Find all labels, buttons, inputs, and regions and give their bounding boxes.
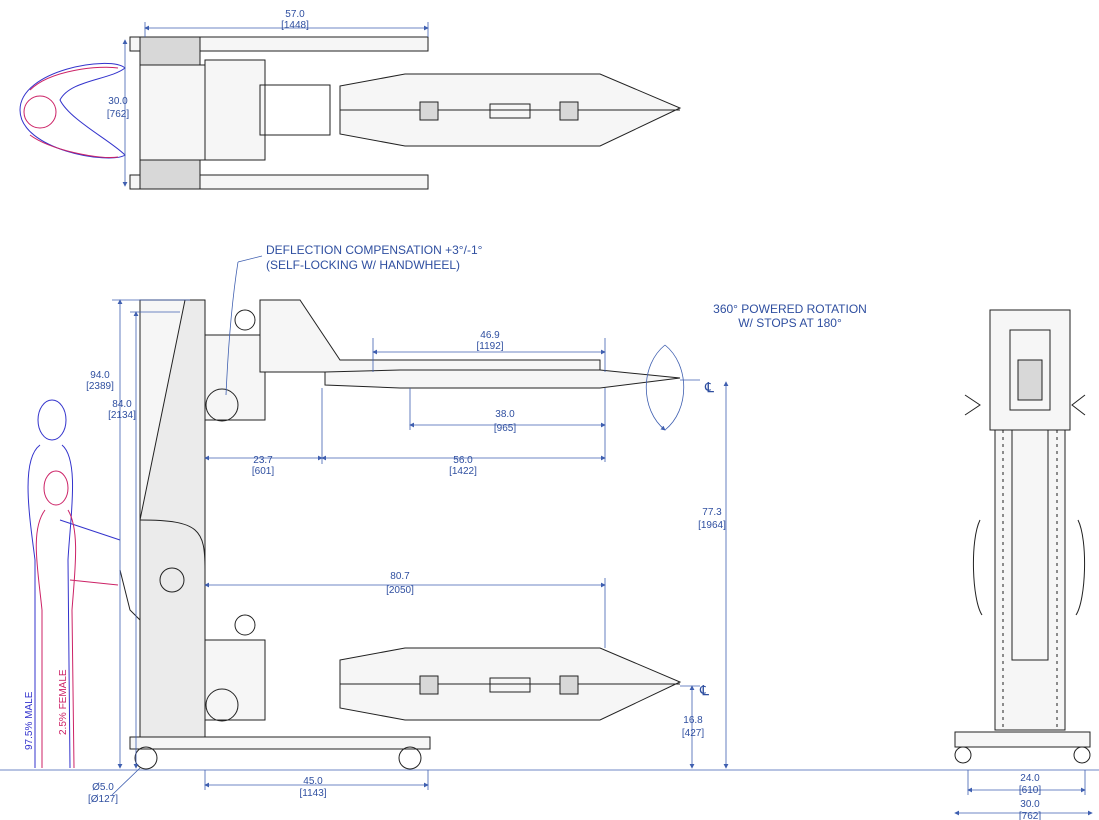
- dim-overall-height: 94.0: [90, 370, 110, 381]
- dim-lower-reach-mm: [2050]: [386, 585, 414, 596]
- top-view: 57.0 [1448] 30.0 [762]: [19, 9, 682, 190]
- dim-fork-reach: 56.0: [453, 455, 473, 466]
- dim-end-outer-mm: [762]: [1019, 811, 1041, 820]
- dim-base-length-mm: [1143]: [299, 788, 326, 799]
- human-figures: 97.5% MALE 2.5% FEMALE: [24, 399, 121, 769]
- dim-top-width-mm: [762]: [107, 109, 129, 120]
- dim-base-length: 45.0: [303, 776, 323, 787]
- dim-top-length-mm: [1448]: [281, 20, 309, 31]
- dim-fork-length: 38.0: [495, 409, 515, 420]
- dim-caster: Ø5.0: [92, 782, 114, 793]
- dim-lower-reach: 80.7: [390, 571, 410, 582]
- dim-min-center-height-mm: [427]: [682, 728, 704, 739]
- male-figure: [27, 399, 121, 769]
- dim-column-height: 84.0: [112, 399, 132, 410]
- label-male: 97.5% MALE: [24, 691, 35, 750]
- side-view: [0, 299, 1099, 771]
- note-deflection-sub: (SELF-LOCKING W/ HANDWHEEL): [266, 258, 460, 272]
- note-deflection: DEFLECTION COMPENSATION +3°/-1°: [266, 243, 483, 257]
- dim-max-center-height-mm: [1964]: [698, 520, 726, 531]
- dim-end-inner-mm: [610]: [1019, 785, 1041, 796]
- label-female: 2.5% FEMALE: [58, 669, 69, 735]
- dim-end-outer: 30.0: [1020, 799, 1040, 810]
- dim-mast-to-fork-mm: [601]: [252, 466, 274, 477]
- female-figure: [35, 470, 119, 769]
- dim-top-width: 30.0: [108, 96, 128, 107]
- dim-caster-mm: [Ø127]: [88, 794, 118, 805]
- dim-mast-to-fork: 23.7: [253, 455, 273, 466]
- dim-fork-reach-mm: [1422]: [449, 466, 477, 477]
- dim-column-height-mm: [2134]: [108, 410, 136, 421]
- centerline-lower: ℄: [699, 682, 709, 698]
- dim-top-length: 57.0: [285, 9, 305, 20]
- dim-min-center-height: 16.8: [683, 715, 703, 726]
- note-rotation: 360° POWERED ROTATION: [713, 302, 867, 316]
- notes: DEFLECTION COMPENSATION +3°/-1° (SELF-LO…: [225, 243, 867, 698]
- side-dimensions: 94.0 [2389] 84.0 [2134] 46.9 [1192] 38.0…: [86, 299, 729, 805]
- dim-upper-arm-mm: [1192]: [476, 341, 503, 352]
- end-view: 24.0 [610] 30.0 [762]: [954, 309, 1093, 820]
- dim-overall-height-mm: [2389]: [86, 381, 114, 392]
- dim-max-center-height: 77.3: [702, 507, 722, 518]
- centerline-upper: ℄: [704, 379, 714, 395]
- dim-end-inner: 24.0: [1020, 773, 1040, 784]
- note-rotation-sub: W/ STOPS AT 180°: [738, 316, 842, 330]
- dim-fork-length-mm: [965]: [494, 423, 516, 434]
- dim-upper-arm: 46.9: [480, 330, 500, 341]
